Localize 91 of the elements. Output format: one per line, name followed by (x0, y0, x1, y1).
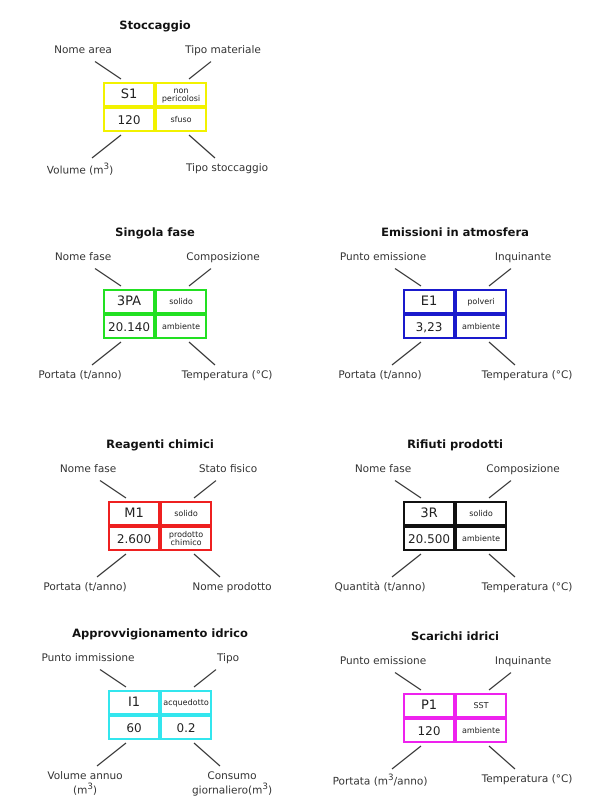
table-cell: ambiente (155, 314, 207, 339)
field-label: Nome fase (323, 464, 443, 476)
leader-line (100, 669, 126, 688)
table-cell: 3R (403, 501, 455, 526)
section-title: Approvvigionamento idrico (71, 626, 249, 640)
field-label: Nome area (23, 45, 143, 57)
field-label: Tipo stoccaggio (172, 163, 282, 175)
field-label: Portata (t/anno) (325, 370, 435, 382)
leader-line (392, 746, 422, 770)
leader-line (394, 672, 422, 690)
table-cell: M1 (108, 501, 160, 526)
leader-line (94, 268, 122, 286)
table-cell: ambiente (455, 526, 507, 551)
leader-line (394, 480, 422, 498)
field-label: Quantità (t/anno) (325, 582, 435, 594)
leader-line (488, 554, 516, 578)
section-title: Singola fase (114, 225, 196, 239)
table-cell: P1 (403, 693, 455, 718)
section-title: Stoccaggio (118, 18, 192, 32)
field-label: Temperatura (°C) (472, 370, 582, 382)
table-cell: 20.500 (403, 526, 455, 551)
section-title: Emissioni in atmosfera (380, 225, 530, 239)
table-cell: prodotto chimico (160, 526, 212, 551)
leader-line (488, 342, 516, 366)
leader-line (96, 742, 126, 766)
field-label: Volume annuo (m$^{3}$) (45, 771, 125, 797)
table-cell: 120 (403, 718, 455, 743)
leader-line (194, 669, 216, 688)
field-label: Composizione (463, 464, 583, 476)
leader-line (394, 268, 422, 286)
field-label: Portata (t/anno) (25, 370, 135, 382)
table-cell: ambiente (455, 718, 507, 743)
leader-line (96, 554, 126, 578)
table-cell: solido (160, 501, 212, 526)
table-cell: 3PA (103, 289, 155, 314)
table-cell: polveri (455, 289, 507, 314)
table-cell: solido (455, 501, 507, 526)
field-label: Punto emissione (323, 252, 443, 264)
leader-line (392, 342, 422, 366)
field-label: Inquinante (463, 656, 583, 668)
leader-line (488, 746, 516, 770)
field-label: Inquinante (463, 252, 583, 264)
leader-line (94, 61, 122, 80)
section-title: Reagenti chimici (105, 437, 215, 451)
field-label: Volume (m$^{3}$) (25, 163, 135, 178)
field-label: Nome prodotto (177, 582, 287, 594)
table-cell: 120 (103, 107, 155, 132)
table-cell: 60 (108, 715, 160, 740)
leader-line (488, 268, 512, 286)
field-label: Stato fisico (168, 464, 288, 476)
table-cell: solido (155, 289, 207, 314)
table-cell: 3,23 (403, 314, 455, 339)
table-cell: non pericolosi (155, 82, 207, 107)
table-cell: ambiente (455, 314, 507, 339)
field-label: Temperatura (°C) (472, 774, 582, 786)
section-title: Rifiuti prodotti (406, 437, 504, 451)
table-cell: 20.140 (103, 314, 155, 339)
leader-line (194, 554, 220, 578)
field-label: Composizione (163, 252, 283, 264)
leader-line (194, 480, 216, 498)
table-cell: acquedotto (160, 690, 212, 715)
field-label: Consumo giornaliero(m$^{3}$) (192, 771, 272, 797)
leader-line (188, 61, 212, 80)
leader-line (188, 134, 216, 158)
table-cell: SST (455, 693, 507, 718)
section-title: Scarichi idrici (410, 629, 500, 643)
field-label: Nome fase (28, 464, 148, 476)
field-label: Temperatura (°C) (472, 582, 582, 594)
leader-line (488, 480, 512, 498)
field-label: Tipo materiale (163, 45, 283, 57)
table-cell: 2.600 (108, 526, 160, 551)
field-label: Nome fase (23, 252, 143, 264)
field-label: Tipo (168, 653, 288, 665)
table-cell: E1 (403, 289, 455, 314)
leader-line (194, 742, 220, 766)
table-cell: I1 (108, 690, 160, 715)
table-cell: S1 (103, 82, 155, 107)
table-cell: sfuso (155, 107, 207, 132)
table-cell: 0.2 (160, 715, 212, 740)
field-label: Temperatura (°C) (172, 370, 282, 382)
leader-line (188, 342, 216, 366)
leader-line (92, 134, 122, 158)
field-label: Punto immissione (28, 653, 148, 665)
field-label: Portata (t/anno) (30, 582, 140, 594)
field-label: Punto emissione (323, 656, 443, 668)
leader-line (92, 342, 122, 366)
leader-line (488, 672, 512, 690)
leader-line (392, 554, 422, 578)
leader-line (188, 268, 212, 286)
field-label: Portata (m$^{3}$/anno) (325, 774, 435, 788)
leader-line (100, 480, 126, 498)
